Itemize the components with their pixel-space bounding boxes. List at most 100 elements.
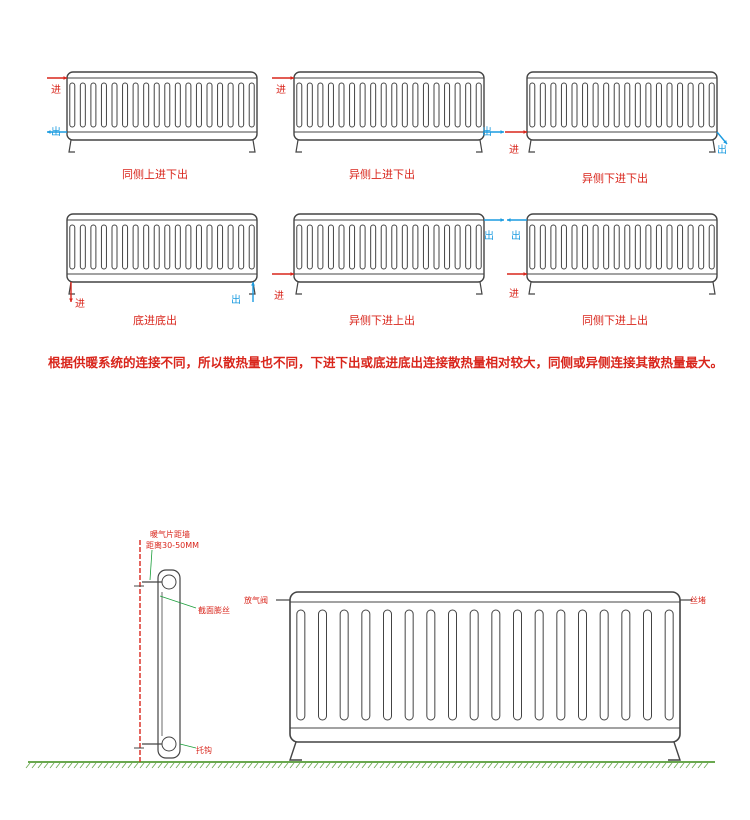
ground-hatch bbox=[589, 762, 595, 769]
fin bbox=[645, 82, 652, 128]
ground-hatch bbox=[697, 762, 703, 769]
ground-hatch bbox=[67, 762, 73, 769]
radiator-drawing bbox=[272, 71, 504, 153]
inlet-arrow-head bbox=[523, 130, 527, 134]
right-foot bbox=[476, 281, 483, 295]
fin bbox=[666, 224, 673, 270]
diagram-same-side-bottom-in-top-out: 出 进 同侧下进上出 bbox=[505, 210, 725, 327]
fin bbox=[571, 224, 578, 270]
fin bbox=[412, 224, 419, 270]
wall-distance-label-line2: 距离30-50MM bbox=[146, 541, 200, 550]
fin bbox=[296, 82, 303, 128]
ground-hatch bbox=[331, 762, 337, 769]
ground-hatch bbox=[199, 762, 205, 769]
fin bbox=[603, 82, 610, 128]
ground-hatch bbox=[469, 762, 475, 769]
fin bbox=[69, 224, 76, 270]
ground-hatch bbox=[703, 762, 709, 769]
fin bbox=[349, 224, 356, 270]
ground-hatch bbox=[685, 762, 691, 769]
fin bbox=[132, 224, 139, 270]
front-fin bbox=[491, 609, 501, 721]
ground-hatch bbox=[631, 762, 637, 769]
fin bbox=[475, 82, 482, 128]
fin bbox=[698, 82, 705, 128]
fin bbox=[433, 82, 440, 128]
side-top-pipe bbox=[161, 574, 177, 590]
ground-hatch bbox=[91, 762, 97, 769]
fin bbox=[100, 224, 107, 270]
fin bbox=[677, 224, 684, 270]
fin bbox=[327, 82, 334, 128]
ground-hatch bbox=[193, 762, 199, 769]
ground-hatch bbox=[421, 762, 427, 769]
fin bbox=[164, 82, 171, 128]
fin bbox=[248, 224, 255, 270]
inlet-arrow-head bbox=[290, 272, 294, 276]
fin bbox=[401, 82, 408, 128]
fin bbox=[153, 224, 160, 270]
fin bbox=[560, 82, 567, 128]
front-fin bbox=[404, 609, 414, 721]
fin bbox=[164, 224, 171, 270]
fin bbox=[475, 224, 482, 270]
fin bbox=[433, 224, 440, 270]
fin bbox=[655, 82, 662, 128]
outlet-arrow-head bbox=[500, 218, 504, 222]
fin bbox=[465, 82, 472, 128]
fin bbox=[539, 82, 546, 128]
front-fin bbox=[426, 609, 436, 721]
ground-hatch bbox=[37, 762, 43, 769]
front-left-foot bbox=[289, 741, 302, 761]
ground-hatch bbox=[373, 762, 379, 769]
fin bbox=[444, 224, 451, 270]
inlet-label: 进 bbox=[276, 85, 286, 96]
fin bbox=[645, 224, 652, 270]
outlet-arrow-head bbox=[723, 140, 727, 144]
fin bbox=[687, 82, 694, 128]
ground-hatch bbox=[571, 762, 577, 769]
ground-hatch bbox=[139, 762, 145, 769]
inlet-label: 进 bbox=[509, 145, 519, 156]
ground-hatch bbox=[613, 762, 619, 769]
fin bbox=[90, 82, 97, 128]
fin bbox=[422, 224, 429, 270]
left-foot bbox=[295, 281, 302, 295]
ground-hatch bbox=[205, 762, 211, 769]
ground-hatch bbox=[277, 762, 283, 769]
fin bbox=[708, 82, 715, 128]
fin bbox=[338, 82, 345, 128]
fin bbox=[238, 224, 245, 270]
ground-hatch bbox=[535, 762, 541, 769]
front-fin bbox=[361, 609, 371, 721]
ground-hatch bbox=[415, 762, 421, 769]
fin bbox=[100, 82, 107, 128]
fin bbox=[69, 82, 76, 128]
right-foot bbox=[709, 281, 716, 295]
fin bbox=[465, 224, 472, 270]
right-foot bbox=[476, 139, 483, 153]
fin bbox=[677, 82, 684, 128]
ground-hatch bbox=[247, 762, 253, 769]
radiator-drawing bbox=[272, 213, 504, 295]
ground-hatch bbox=[679, 762, 685, 769]
fin bbox=[391, 82, 398, 128]
ground-hatch bbox=[397, 762, 403, 769]
front-fin bbox=[296, 609, 306, 721]
inlet-arrow-head bbox=[523, 272, 527, 276]
outlet-arrow-head bbox=[251, 282, 255, 286]
fin bbox=[603, 224, 610, 270]
fin bbox=[613, 224, 620, 270]
ground-hatch bbox=[499, 762, 505, 769]
ground-hatch bbox=[151, 762, 157, 769]
ground-hatch bbox=[577, 762, 583, 769]
ground-hatch bbox=[235, 762, 241, 769]
ground-hatch bbox=[283, 762, 289, 769]
fin bbox=[122, 82, 129, 128]
ground-hatch bbox=[433, 762, 439, 769]
fin bbox=[349, 82, 356, 128]
diagram-same-side-top-in-bottom-out: 进 出 同侧上进下出 bbox=[45, 68, 265, 181]
distance-leader bbox=[149, 549, 153, 581]
ground-hatch bbox=[133, 762, 139, 769]
fin bbox=[655, 224, 662, 270]
